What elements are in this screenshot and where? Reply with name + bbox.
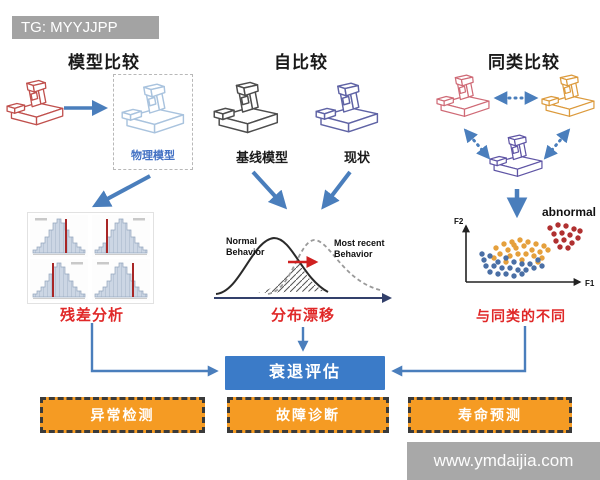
machine-icon-current — [315, 78, 381, 140]
physical-model-box: 物理模型 — [113, 74, 193, 170]
histogram-annotation — [35, 218, 47, 221]
histogram-bottom-right — [91, 259, 150, 301]
arrow-baseline-to-curves — [251, 170, 288, 210]
header-self-comparison: 自比较 — [274, 53, 328, 72]
histogram-bottom-left — [30, 259, 88, 301]
result-label-peer-difference: 与同类的不同 — [476, 308, 566, 324]
distribution-drift-plot: Normal Behavior Most recent Behavior — [212, 220, 398, 304]
histogram-top-right — [91, 215, 150, 257]
recent-behavior-label: Most recent Behavior — [334, 238, 385, 260]
histogram-annotation — [96, 262, 109, 265]
header-model-comparison: 模型比较 — [68, 53, 140, 72]
watermark-banner-bottom: www.ymdaijia.com — [407, 442, 600, 480]
arrow-physical-to-histograms — [91, 174, 151, 208]
watermark-bottom-text: www.ymdaijia.com — [433, 451, 574, 470]
histogram-top-left — [30, 215, 88, 257]
histogram-annotation — [71, 262, 83, 265]
recent-behavior-curve — [267, 239, 381, 295]
watermark-banner-top: TG: MYYJJPP — [12, 16, 159, 39]
arrow-peer2-peer3-dotted — [543, 128, 571, 160]
current-state-label: 现状 — [343, 150, 370, 165]
output-box-fault-diagnosis: 故障诊断 — [227, 397, 389, 433]
histogram-annotation — [132, 218, 145, 221]
result-label-distribution-drift: 分布漂移 — [270, 307, 335, 324]
abnormal-label: abnormal — [542, 205, 596, 219]
scatter-blue-cluster — [479, 251, 545, 279]
x-axis-label: F1 — [585, 279, 595, 288]
scatter-chart: abnormal F2 F1 — [454, 205, 596, 288]
physical-model-label: 物理模型 — [131, 150, 175, 162]
distribution-curves — [214, 236, 392, 303]
watermark-top-text: TG: MYYJJPP — [21, 19, 118, 36]
arrow-current-to-curves — [321, 170, 352, 210]
connector-model-to-assessment — [90, 323, 219, 377]
connector-peer-to-assessment — [391, 326, 527, 377]
machine-icon-baseline — [213, 78, 281, 140]
peer-scatter-plot: abnormal F2 F1 — [450, 198, 600, 316]
baseline-model-label: 基线模型 — [235, 150, 288, 165]
machine-icon-real — [6, 78, 66, 130]
overlap-hatched-area — [258, 260, 324, 293]
header-peer-comparison: 同类比较 — [488, 53, 560, 72]
machine-icon-physical-model — [121, 81, 187, 139]
machine-icon-peer-1 — [436, 72, 492, 122]
output-box-anomaly-detection: 异常检测 — [40, 397, 205, 433]
arrow-peer1-peer3-dotted — [463, 128, 491, 160]
normal-behavior-curve — [215, 236, 329, 295]
normal-behavior-label: Normal Behavior — [226, 236, 265, 258]
residual-histograms-panel — [27, 212, 154, 304]
y-axis-label: F2 — [454, 217, 464, 226]
scatter-abnormal-cluster — [547, 222, 583, 251]
output-box-life-prediction: 寿命预测 — [408, 397, 572, 433]
degradation-assessment-box: 衰退评估 — [225, 356, 385, 390]
result-label-residual-analysis: 残差分析 — [59, 307, 124, 324]
machine-icon-peer-3 — [489, 132, 545, 182]
machine-icon-peer-2 — [541, 72, 597, 122]
